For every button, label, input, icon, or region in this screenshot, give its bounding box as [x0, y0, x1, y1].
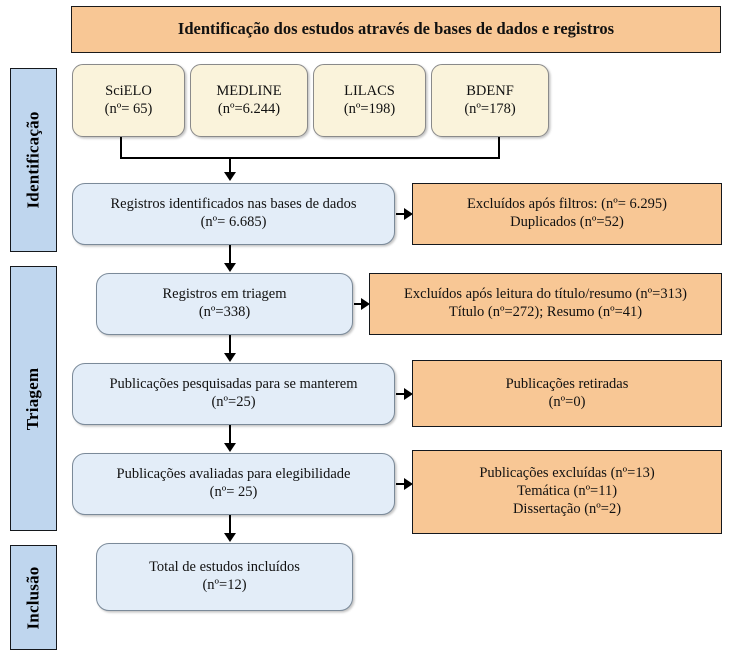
- connector-triagem-to-titulo-resumo: [354, 303, 366, 306]
- connector-manterem-to-retiradas: [396, 393, 409, 396]
- connector-triagem-to-manterem: [229, 335, 232, 356]
- database-box-bdenf: BDENF (nº=178): [431, 64, 549, 137]
- exclusion-box-filtros: Excluídos após filtros: (nº= 6.295) Dupl…: [412, 183, 722, 245]
- exclusion-excluidas-line3: Dissertação (nº=2): [512, 500, 622, 517]
- database-count-lilacs: (nº=198): [343, 100, 396, 117]
- database-name-bdenf: BDENF: [466, 82, 514, 99]
- diagram-title-banner: Identificação dos estudos através de bas…: [71, 6, 721, 53]
- arrow-triagem-to-manterem: [224, 353, 236, 362]
- diagram-title: Identificação dos estudos através de bas…: [177, 19, 615, 39]
- stage-label-triagem: Triagem: [10, 266, 57, 531]
- flow-triagem-line2: (nº=338): [198, 304, 251, 320]
- arrow-manterem-to-elegibilidade: [224, 443, 236, 452]
- database-box-scielo: SciELO (nº= 65): [72, 64, 185, 137]
- database-name-medline: MEDLINE: [216, 82, 282, 99]
- flow-identificados-line2: (nº= 6.685): [200, 214, 267, 230]
- flow-manterem-line2: (nº=25): [211, 394, 256, 410]
- connector-manterem-to-elegibilidade: [229, 425, 232, 446]
- exclusion-excluidas-line2: Temática (nº=11): [516, 483, 618, 500]
- flow-elegibilidade-line1: Publicações avaliadas para elegibilidade: [116, 466, 351, 483]
- exclusion-titulo-resumo-line2: Título (nº=272); Resumo (nº=41): [448, 304, 643, 320]
- arrow-elegibilidade-to-incluidos: [224, 533, 236, 542]
- connector-stub-bdenf: [498, 137, 501, 159]
- connector-identificados-to-triagem: [229, 245, 232, 266]
- database-name-lilacs: LILACS: [344, 82, 395, 99]
- database-count-bdenf: (nº=178): [464, 100, 516, 117]
- connector-bracket-horizontal: [120, 157, 500, 160]
- flow-manterem-line1: Publicações pesquisadas para se manterem: [109, 376, 358, 393]
- database-count-scielo: (nº= 65): [104, 100, 153, 117]
- database-box-lilacs: LILACS (nº=198): [313, 64, 426, 137]
- exclusion-retiradas-line2: (nº=0): [548, 393, 586, 410]
- arrow-databases-to-identificados: [224, 172, 236, 181]
- exclusion-retiradas-line1: Publicações retiradas: [505, 375, 629, 392]
- flow-incluidos-line2: (nº=12): [202, 577, 247, 593]
- arrow-manterem-to-retiradas: [404, 388, 413, 400]
- flow-box-triagem: Registros em triagem (nº=338): [96, 273, 353, 335]
- database-box-medline: MEDLINE (nº=6.244): [190, 64, 308, 137]
- exclusion-excluidas-line1: Publicações excluídas (nº=13): [479, 465, 655, 482]
- stage-label-inclusao-text: Inclusão: [23, 565, 43, 630]
- exclusion-box-titulo-resumo: Excluídos após leitura do título/resumo …: [369, 273, 722, 335]
- flow-box-elegibilidade: Publicações avaliadas para elegibilidade…: [72, 453, 395, 515]
- stage-label-triagem-text: Triagem: [23, 367, 43, 430]
- exclusion-filtros-line2: Duplicados (nº=52): [510, 214, 624, 230]
- arrow-triagem-to-titulo-resumo: [361, 298, 370, 310]
- connector-stub-scielo: [120, 137, 123, 159]
- flow-box-identificados: Registros identificados nas bases de dad…: [72, 183, 395, 245]
- exclusion-filtros-line1: Excluídos após filtros: (nº= 6.295): [467, 196, 667, 213]
- flow-box-manterem: Publicações pesquisadas para se manterem…: [72, 363, 395, 425]
- exclusion-box-retiradas: Publicações retiradas (nº=0): [412, 360, 722, 427]
- flow-identificados-line1: Registros identificados nas bases de dad…: [110, 196, 357, 213]
- connector-identificados-to-filtros: [396, 213, 409, 216]
- flow-elegibilidade-line2: (nº= 25): [209, 484, 258, 500]
- database-count-medline: (nº=6.244): [217, 100, 281, 117]
- connector-elegibilidade-to-excluidas: [396, 483, 409, 486]
- flow-box-incluidos: Total de estudos incluídos (nº=12): [96, 543, 353, 611]
- arrow-identificados-to-filtros: [404, 208, 413, 220]
- flow-triagem-line1: Registros em triagem: [162, 286, 287, 303]
- flow-incluidos-line1: Total de estudos incluídos: [149, 559, 300, 576]
- connector-elegibilidade-to-incluidos: [229, 515, 232, 536]
- stage-label-inclusao: Inclusão: [10, 545, 57, 650]
- database-name-scielo: SciELO: [105, 82, 152, 99]
- exclusion-titulo-resumo-line1: Excluídos após leitura do título/resumo …: [404, 286, 687, 303]
- connector-bracket-drop: [229, 157, 232, 174]
- exclusion-box-excluidas: Publicações excluídas (nº=13) Temática (…: [412, 450, 722, 534]
- stage-label-identificacao-text: Identificação: [23, 111, 43, 209]
- arrow-elegibilidade-to-excluidas: [404, 478, 413, 490]
- stage-label-identificacao: Identificação: [10, 68, 57, 252]
- arrow-identificados-to-triagem: [224, 263, 236, 272]
